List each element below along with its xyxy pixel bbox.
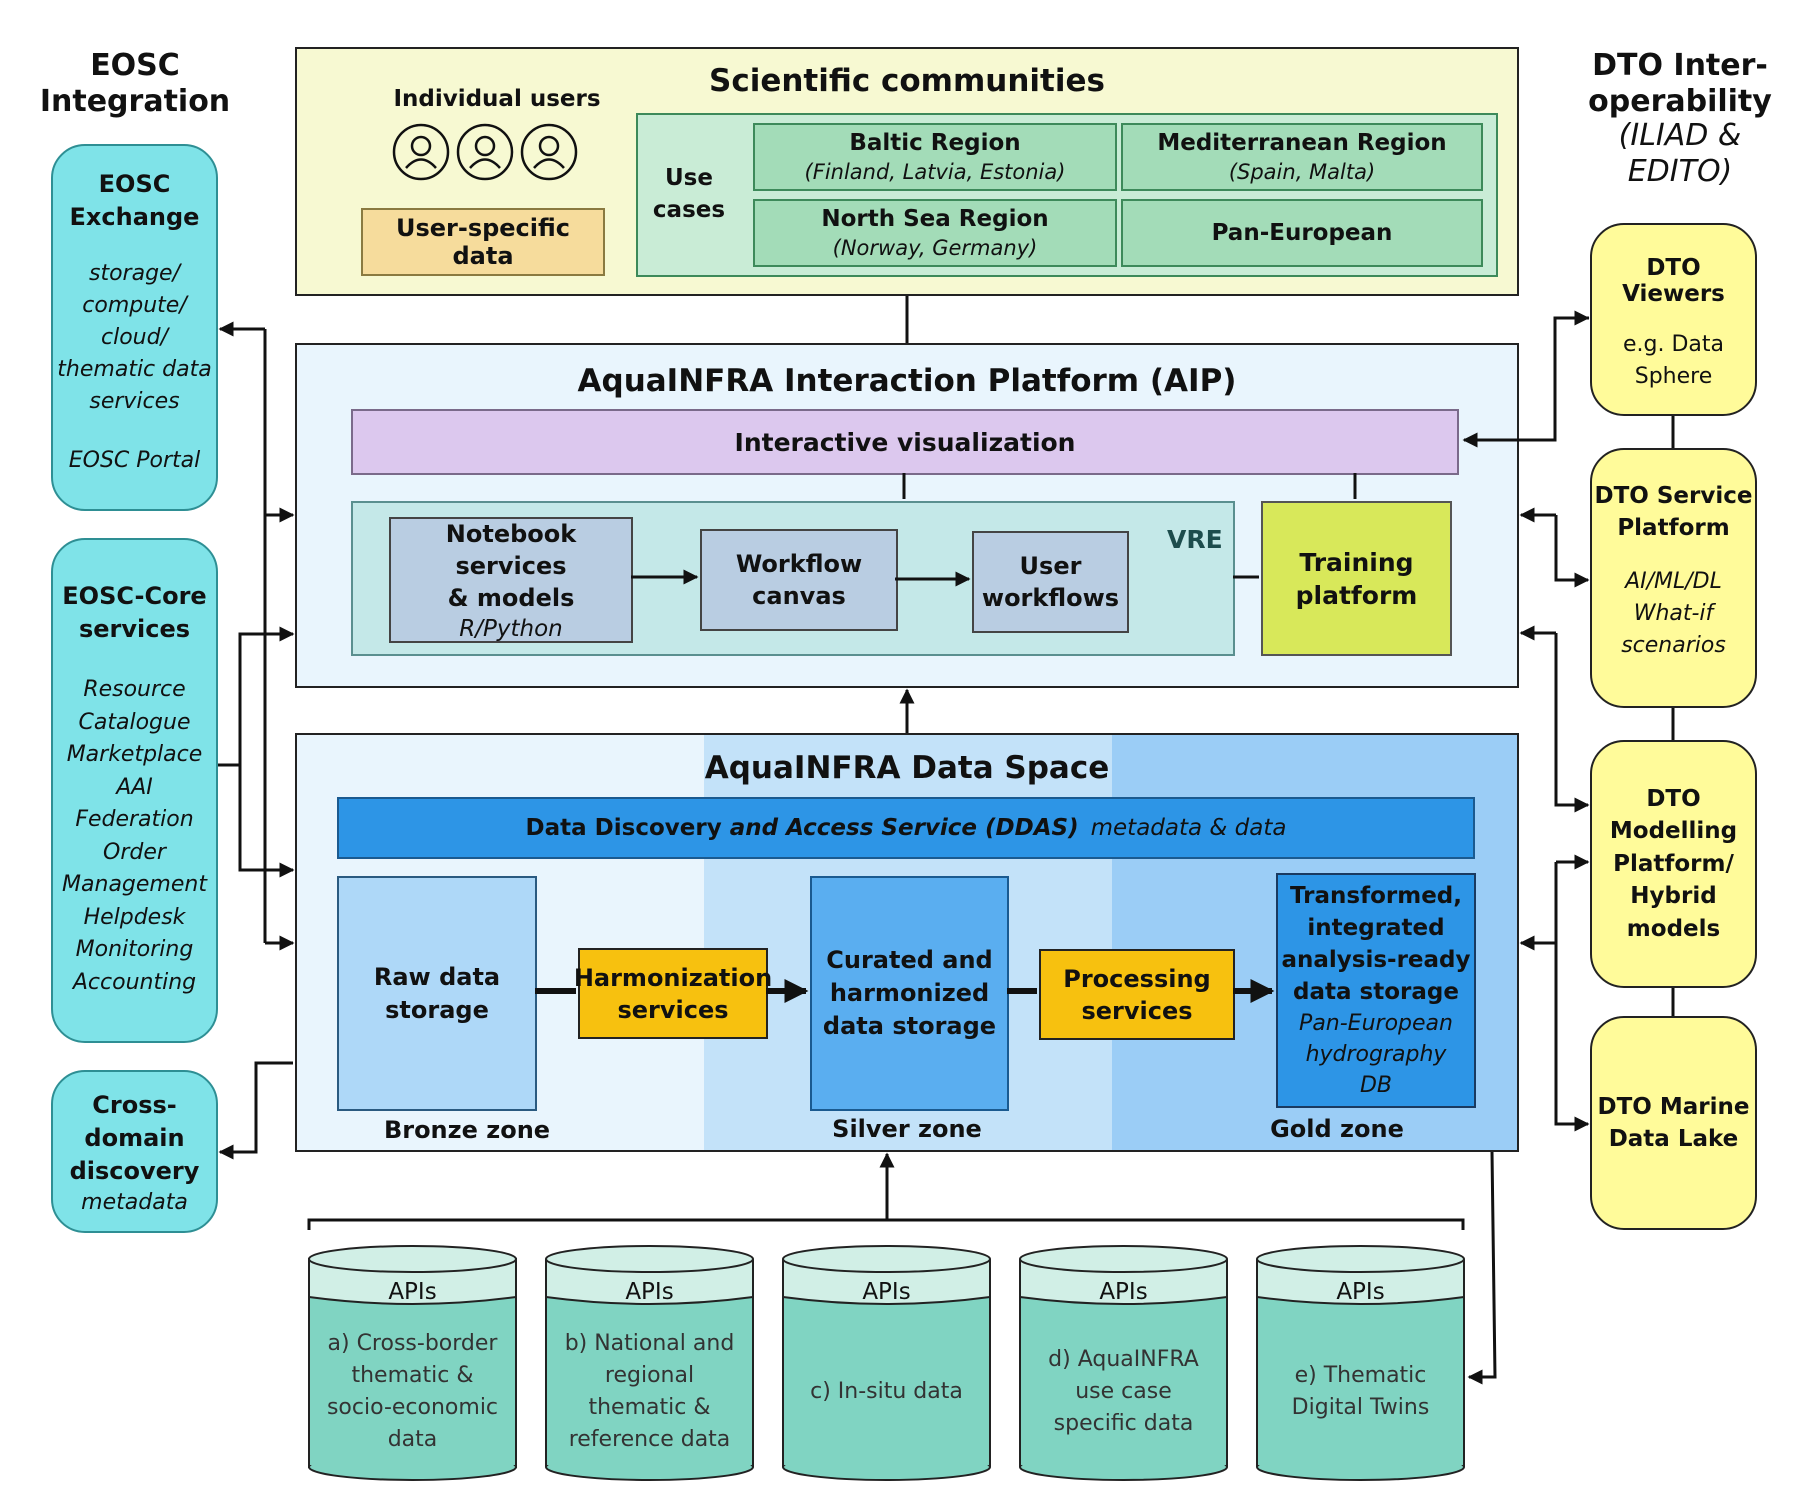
dto-service-body: AI/ML/DL What-if scenarios [1621, 569, 1726, 658]
region-name: Baltic Region [849, 130, 1021, 156]
eosc-core-dataspace-connector [238, 765, 295, 878]
use-cases-label: Use cases [652, 165, 726, 223]
api-label: APIs [1099, 1279, 1148, 1305]
aip-title: AquaINFRA Interaction Platform (AIP) [577, 363, 1237, 399]
eosc-core-connector [218, 626, 295, 767]
dto-service-platform-box: DTO Service Platform AI/ML/DL What-if sc… [1590, 448, 1757, 708]
cylinder-shape [545, 1245, 754, 1481]
ddas-meta: metadata & data [1090, 815, 1287, 841]
processing-services-box: Processing services [1039, 949, 1235, 1040]
data-source-cylinder: APIs a) Cross-border thematic & socio-ec… [308, 1245, 517, 1482]
dataspace-twins-arrow [1467, 1151, 1497, 1385]
aip-panel: AquaINFRA Interaction Platform (AIP) Int… [295, 343, 1519, 688]
cylinder-shape [1256, 1245, 1465, 1481]
eosc-integration-heading: EOSC Integration [39, 48, 231, 119]
source-label: b) National and regional thematic & refe… [564, 1331, 735, 1452]
source-label: a) Cross-border thematic & socio-economi… [326, 1331, 499, 1452]
eosc-core-services-box: EOSC-Core services Resource Catalogue Ma… [51, 538, 218, 1043]
silver-zone-label: Silver zone [832, 1115, 982, 1143]
data-source-cylinder: APIs d) AquaINFRA use case specific data [1019, 1245, 1228, 1482]
data-space-panel: AquaINFRA Data Space Data Discovery and … [295, 733, 1519, 1152]
region-north-sea: North Sea Region (Norway, Germany) [753, 199, 1117, 267]
ddas-italic: and Access Service (DDAS) [729, 815, 1079, 841]
region-detail: (Norway, Germany) [832, 236, 1038, 260]
gold-zone-label: Gold zone [1270, 1115, 1404, 1143]
dto-marine-data-lake-box: DTO Marine Data Lake [1590, 1016, 1757, 1230]
notebook-services-box: Notebook services & models R/Python [389, 517, 633, 643]
ddas-bar: Data Discovery and Access Service (DDAS)… [337, 797, 1475, 859]
dto-viewers-connector [1462, 316, 1589, 448]
transformed-subtitle: Pan-European hydrography DB [1299, 1011, 1453, 1098]
vre-panel: VRE Notebook services & models R/Python … [351, 501, 1235, 656]
dto-viewers-body: e.g. Data Sphere [1622, 332, 1724, 389]
region-detail: (Spain, Malta) [1228, 160, 1376, 184]
data-source-cylinder: APIs b) National and regional thematic &… [545, 1245, 754, 1482]
dto-viewers-title: DTO Viewers [1622, 255, 1725, 307]
cross-domain-discovery-box: Cross- domain discovery metadata [51, 1070, 218, 1233]
region-baltic: Baltic Region (Finland, Latvia, Estonia) [753, 123, 1117, 191]
api-label: APIs [625, 1279, 674, 1305]
notebook-subtitle: R/Python [459, 616, 563, 642]
transformed-data-storage-box: Transformed, integrated analysis-ready d… [1276, 873, 1476, 1108]
eosc-exchange-title: EOSC Exchange [69, 170, 200, 231]
dto-interop-heading: DTO Inter- operability [1588, 48, 1772, 119]
individual-users-label: Individual users [393, 86, 601, 112]
data-source-cylinder: APIs e) Thematic Digital Twins [1256, 1245, 1465, 1482]
api-label: APIs [1336, 1279, 1385, 1305]
data-source-cylinder: APIs c) In-situ data [782, 1245, 991, 1482]
user-workflows-box: User workflows [972, 531, 1129, 633]
eosc-exchange-body: storage/ compute/ cloud/ thematic data s… [57, 261, 212, 414]
region-pan-european: Pan-European [1121, 199, 1483, 267]
use-cases-panel: Use cases Baltic Region (Finland, Latvia… [636, 113, 1498, 277]
vre-label: VRE [1167, 525, 1223, 554]
region-mediterranean: Mediterranean Region (Spain, Malta) [1121, 123, 1483, 191]
bronze-zone-label: Bronze zone [383, 1116, 551, 1144]
cylinder-shape [1019, 1245, 1228, 1481]
scientific-communities-panel: Scientific communities Individual users … [295, 47, 1519, 296]
data-space-title: AquaINFRA Data Space [704, 750, 1110, 786]
region-name: Mediterranean Region [1157, 130, 1447, 156]
user-icon [520, 123, 578, 181]
source-label: c) In-situ data [810, 1379, 963, 1404]
cylinder-shape [308, 1245, 517, 1481]
transformed-title: Transformed, integrated analysis-ready d… [1281, 883, 1471, 1005]
user-icon [456, 123, 514, 181]
region-detail: (Finland, Latvia, Estonia) [804, 160, 1066, 184]
communities-title: Scientific communities [709, 63, 1105, 99]
cross-domain-title: Cross- domain discovery [69, 1090, 200, 1185]
training-platform-box: Training platform [1261, 501, 1452, 656]
eosc-core-title: EOSC-Core services [62, 582, 207, 643]
cross-domain-subtitle: metadata [81, 1189, 188, 1215]
api-label: APIs [388, 1279, 437, 1305]
curated-data-storage-box: Curated and harmonized data storage [810, 876, 1009, 1111]
region-name: North Sea Region [821, 206, 1049, 232]
dto-service-connector [1554, 515, 1590, 588]
source-label: e) Thematic Digital Twins [1291, 1363, 1430, 1420]
dto-viewers-box: DTO Viewers e.g. Data Sphere [1590, 223, 1757, 416]
eosc-portal-label: EOSC Portal [68, 448, 201, 473]
user-specific-data-box: User-specific data [361, 208, 605, 276]
workflow-canvas-box: Workflow canvas [700, 529, 898, 631]
dto-service-title: DTO Service Platform [1594, 483, 1753, 541]
raw-data-storage-box: Raw data storage [337, 876, 537, 1111]
user-icon [392, 123, 450, 181]
region-name: Pan-European [1211, 220, 1393, 246]
cross-domain-connector [218, 1061, 293, 1160]
notebook-title: Notebook services & models [445, 520, 577, 612]
eosc-core-body: Resource Catalogue Marketplace AAI Feder… [62, 677, 207, 995]
sources-bracket [307, 1218, 1465, 1230]
source-label: d) AquaINFRA use case specific data [1048, 1347, 1199, 1436]
interactive-visualization-bar: Interactive visualization [351, 409, 1459, 475]
dto-modelling-connector [1554, 633, 1590, 813]
dto-interop-subheading: (ILIAD & EDITO) [1618, 118, 1742, 189]
ddas-main: Data Discovery [525, 815, 730, 841]
eosc-exchange-box: EOSC Exchange storage/ compute/ cloud/ t… [51, 144, 218, 511]
dto-lake-connector [1554, 862, 1590, 1132]
dto-modelling-platform-box: DTO Modelling Platform/ Hybrid models [1590, 740, 1757, 988]
api-label: APIs [862, 1279, 911, 1305]
cylinder-shape [782, 1245, 991, 1481]
user-icons [389, 121, 589, 183]
